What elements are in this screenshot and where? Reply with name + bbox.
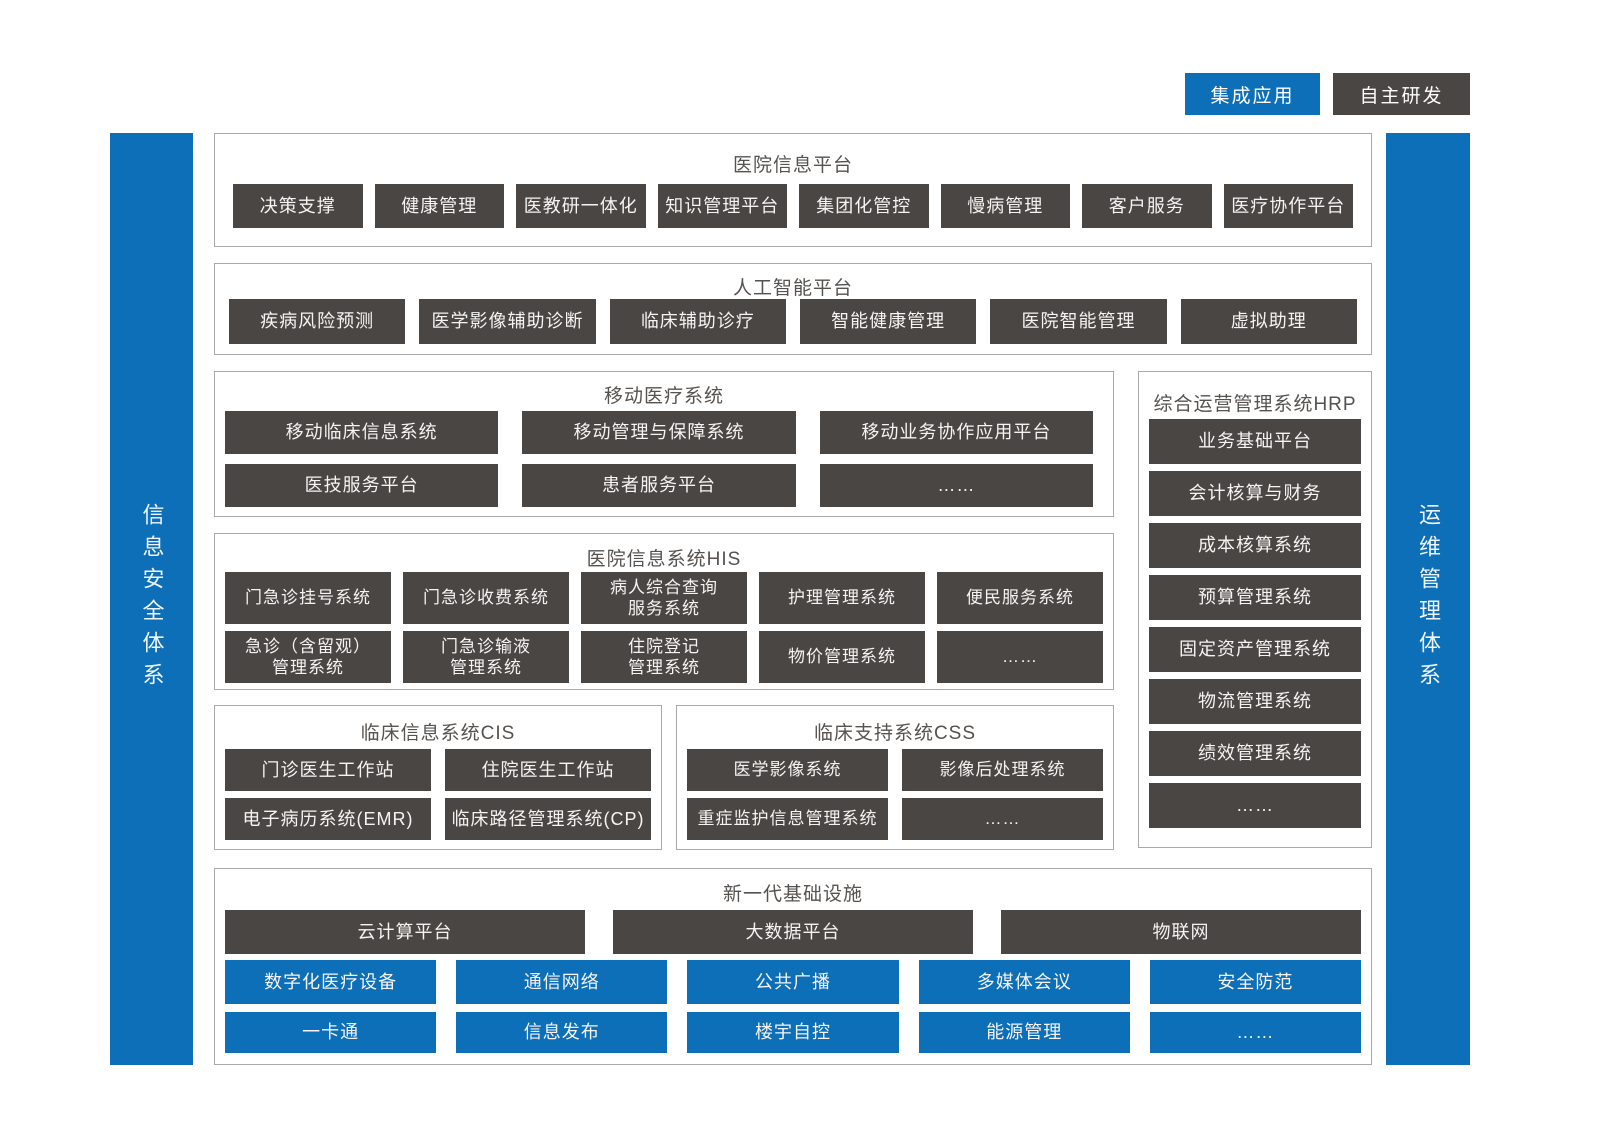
system-box: 固定资产管理系统 xyxy=(1149,627,1361,672)
section-title: 医院信息系统HIS xyxy=(586,549,742,570)
system-box: 成本核算系统 xyxy=(1149,523,1361,568)
system-box: …… xyxy=(819,464,1093,507)
system-box: 医院智能管理 xyxy=(990,299,1167,344)
box-row: 一卡通 信息发布 楼宇自控 能源管理 …… xyxy=(225,1012,1362,1053)
system-box: 移动临床信息系统 xyxy=(225,411,499,454)
system-box: 医教研一体化 xyxy=(516,184,646,228)
box-row: 决策支撑 健康管理 医教研一体化 知识管理平台 集团化管控 慢病管理 客户服务 … xyxy=(233,184,1353,228)
system-box: 云计算平台 xyxy=(225,910,585,954)
box-row: 云计算平台 大数据平台 物联网 xyxy=(225,910,1361,954)
system-box: 客户服务 xyxy=(1082,184,1212,228)
system-box: 患者服务平台 xyxy=(522,464,796,507)
sidebar-information-security: 信息安全体系 xyxy=(110,133,193,1065)
section-title: 移动医疗系统 xyxy=(603,386,724,407)
system-box: 大数据平台 xyxy=(613,910,973,954)
system-box: 智能健康管理 xyxy=(799,299,977,344)
system-box: 慢病管理 xyxy=(940,184,1070,228)
section-ai-platform: 人工智能平台 疾病风险预测 医学影像辅助诊断 临床辅助诊疗 智能健康管理 医院智… xyxy=(214,263,1372,355)
system-box: 物价管理系统 xyxy=(759,631,925,683)
system-box: 绩效管理系统 xyxy=(1149,731,1361,776)
system-box: 健康管理 xyxy=(374,184,504,228)
system-box: 医学影像系统 xyxy=(687,749,888,791)
system-box: 能源管理 xyxy=(918,1012,1130,1053)
system-box: 业务基础平台 xyxy=(1149,419,1361,464)
box-row: 数字化医疗设备 通信网络 公共广播 多媒体会议 安全防范 xyxy=(225,960,1362,1004)
box-row: 疾病风险预测 医学影像辅助诊断 临床辅助诊疗 智能健康管理 医院智能管理 虚拟助… xyxy=(229,299,1357,344)
sidebar-operations-management: 运维管理体系 xyxy=(1386,133,1470,1065)
system-box: 门急诊挂号系统 xyxy=(225,572,391,624)
system-box: 虚拟助理 xyxy=(1180,299,1357,344)
section-title: 临床支持系统CSS xyxy=(813,723,977,744)
system-box: 影像后处理系统 xyxy=(902,749,1103,791)
section-hospital-info-platform: 医院信息平台 决策支撑 健康管理 医教研一体化 知识管理平台 集团化管控 慢病管… xyxy=(214,133,1372,247)
legend-integrated-application: 集成应用 xyxy=(1185,73,1320,115)
section-mobile-medical: 移动医疗系统 移动临床信息系统 移动管理与保障系统 移动业务协作应用平台 医技服… xyxy=(214,371,1114,517)
system-box: …… xyxy=(1149,783,1361,828)
system-box: 公共广播 xyxy=(687,960,899,1004)
system-box: 疾病风险预测 xyxy=(229,299,406,344)
system-box: 移动业务协作应用平台 xyxy=(819,411,1093,454)
section-cis: 临床信息系统CIS 门诊医生工作站 住院医生工作站 电子病历系统(EMR) 临床… xyxy=(214,705,662,850)
section-title: 临床信息系统CIS xyxy=(360,723,516,744)
system-box: 集团化管控 xyxy=(799,184,929,228)
system-box: 重症监护信息管理系统 xyxy=(687,798,888,840)
system-box: 门诊医生工作站 xyxy=(225,749,431,791)
system-box: 住院医生工作站 xyxy=(445,749,651,791)
system-box: 病人综合查询 服务系统 xyxy=(581,572,747,624)
system-box: 数字化医疗设备 xyxy=(225,960,437,1004)
system-box: 医疗协作平台 xyxy=(1223,184,1353,228)
box-grid: 医学影像系统 影像后处理系统 重症监护信息管理系统 …… xyxy=(687,749,1103,840)
system-box: 医技服务平台 xyxy=(225,464,499,507)
system-box: 预算管理系统 xyxy=(1149,575,1361,620)
box-grid: 门诊医生工作站 住院医生工作站 电子病历系统(EMR) 临床路径管理系统(CP) xyxy=(225,749,651,840)
system-box: 医学影像辅助诊断 xyxy=(419,299,596,344)
section-hrp: 综合运营管理系统HRP 业务基础平台 会计核算与财务 成本核算系统 预算管理系统… xyxy=(1138,371,1372,848)
box-grid: 移动临床信息系统 移动管理与保障系统 移动业务协作应用平台 医技服务平台 患者服… xyxy=(225,411,1093,507)
section-title: 医院信息平台 xyxy=(732,155,853,176)
system-box: 信息发布 xyxy=(456,1012,668,1053)
system-box: 多媒体会议 xyxy=(918,960,1130,1004)
box-column: 业务基础平台 会计核算与财务 成本核算系统 预算管理系统 固定资产管理系统 物流… xyxy=(1149,419,1361,828)
system-box: 住院登记 管理系统 xyxy=(581,631,747,683)
system-box: 护理管理系统 xyxy=(759,572,925,624)
section-css: 临床支持系统CSS 医学影像系统 影像后处理系统 重症监护信息管理系统 …… xyxy=(676,705,1114,850)
system-box: 通信网络 xyxy=(456,960,668,1004)
system-box: 物流管理系统 xyxy=(1149,679,1361,724)
system-box: 门急诊收费系统 xyxy=(403,572,569,624)
section-title: 新一代基础设施 xyxy=(722,884,863,905)
legend-self-developed: 自主研发 xyxy=(1333,73,1470,115)
system-box: …… xyxy=(902,798,1103,840)
system-box: 便民服务系统 xyxy=(937,572,1103,624)
system-box: 一卡通 xyxy=(225,1012,437,1053)
section-infrastructure: 新一代基础设施 云计算平台 大数据平台 物联网 数字化医疗设备 通信网络 公共广… xyxy=(214,868,1372,1065)
box-grid: 门急诊挂号系统 门急诊收费系统 病人综合查询 服务系统 护理管理系统 便民服务系… xyxy=(225,572,1103,683)
system-box: 移动管理与保障系统 xyxy=(522,411,796,454)
system-box: …… xyxy=(1149,1012,1362,1053)
system-box: 门急诊输液 管理系统 xyxy=(403,631,569,683)
section-title: 人工智能平台 xyxy=(732,278,853,299)
section-his: 医院信息系统HIS 门急诊挂号系统 门急诊收费系统 病人综合查询 服务系统 护理… xyxy=(214,533,1114,690)
system-box: 急诊（含留观） 管理系统 xyxy=(225,631,391,683)
system-box: 电子病历系统(EMR) xyxy=(225,798,431,840)
system-box: 安全防范 xyxy=(1149,960,1362,1004)
system-box: 临床辅助诊疗 xyxy=(609,299,786,344)
system-box: 决策支撑 xyxy=(233,184,363,228)
system-box: 临床路径管理系统(CP) xyxy=(445,798,651,840)
system-box: 会计核算与财务 xyxy=(1149,471,1361,516)
section-title: 综合运营管理系统HRP xyxy=(1153,394,1357,415)
system-box: 知识管理平台 xyxy=(657,184,787,228)
system-box: 物联网 xyxy=(1001,910,1361,954)
system-box: 楼宇自控 xyxy=(687,1012,899,1053)
system-box: …… xyxy=(937,631,1103,683)
